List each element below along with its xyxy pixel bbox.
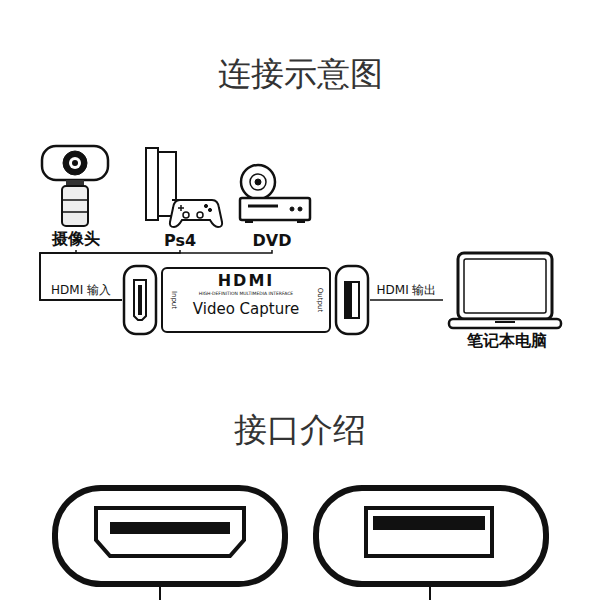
- controller-stick: [183, 212, 189, 218]
- cable-label: HDMI 输出: [375, 283, 439, 297]
- capture-device: [124, 266, 368, 334]
- device-label: Video Capture: [193, 300, 299, 318]
- usb-port: [336, 266, 368, 334]
- node-label: Ps4: [137, 231, 223, 250]
- controller-dpad: [178, 205, 184, 211]
- hdmi-port: [124, 266, 156, 334]
- ps4-icon: [146, 148, 222, 227]
- console-slab: [146, 148, 158, 220]
- hdmi-slot: [134, 280, 146, 320]
- controller-button: [208, 208, 211, 211]
- laptop-base: [449, 319, 561, 328]
- usb-port-closeup: [316, 488, 546, 584]
- device-label: HDMI: [218, 272, 275, 290]
- cable-label: HDMI 输入: [49, 283, 113, 297]
- diagram-title: 连接示意图: [0, 52, 600, 97]
- disc: [241, 165, 275, 199]
- dvd-foot: [245, 220, 253, 223]
- hdmi-cable: [40, 250, 180, 300]
- laptop-lid: [458, 253, 552, 319]
- webcam-band: [62, 199, 88, 201]
- device-node: 摄像头: [37, 140, 115, 250]
- hdmi-socket-bar: [110, 522, 230, 534]
- laptop-notch: [495, 321, 515, 323]
- capture-box: [162, 268, 330, 332]
- hdmi-cable: [40, 250, 122, 300]
- disc-hole: [255, 179, 261, 185]
- controller-stick: [197, 212, 203, 218]
- usb-slot-bar: [345, 282, 352, 318]
- device-node: Ps4: [137, 140, 223, 250]
- laptop-screen: [464, 259, 546, 313]
- leader-line: [159, 584, 161, 600]
- hdmi-socket: [96, 508, 244, 556]
- node-label: 摄像头: [37, 229, 115, 250]
- usb-slot: [345, 282, 359, 318]
- capture-device-node: HDMIHIGH-DEFINITION MULTIMEDIA INTERFACE…: [122, 262, 370, 338]
- usb-socket: [366, 508, 492, 556]
- laptop-icon: [449, 253, 561, 328]
- webcam-base: [62, 186, 88, 226]
- device-label: Input: [170, 291, 178, 309]
- device-node: DVD: [229, 140, 315, 250]
- dvd-button: [298, 207, 302, 211]
- hdmi-cable: [370, 299, 443, 301]
- node-label: 笔记本电脑: [443, 331, 571, 352]
- leader-line: [429, 584, 431, 600]
- controller-button: [204, 204, 207, 207]
- dvd-button: [290, 207, 294, 211]
- webcam-lens: [63, 151, 87, 175]
- device-label: Output: [316, 288, 324, 312]
- dvd-icon: [240, 165, 310, 223]
- disc-ring: [250, 174, 266, 190]
- hdmi-port-closeup: [55, 488, 285, 584]
- controller: [170, 200, 222, 227]
- webcam-band: [62, 211, 88, 213]
- section-heading: 接口介绍: [0, 408, 600, 453]
- webcam-body: [42, 146, 108, 180]
- webcam-icon: [42, 146, 108, 226]
- webcam-lens-ring: [69, 157, 81, 169]
- port-closeups: [55, 488, 546, 600]
- dvd-foot: [297, 220, 305, 223]
- dvd-player: [240, 198, 310, 220]
- device-label: HIGH-DEFINITION MULTIMEDIA INTERFACE: [199, 291, 293, 297]
- webcam-lens-center: [72, 160, 78, 166]
- usb-socket-bar: [373, 516, 485, 530]
- dvd-slot: [248, 205, 278, 208]
- node-label: DVD: [229, 231, 315, 250]
- laptop-node: 笔记本电脑: [443, 250, 571, 352]
- hdmi-slot-bar: [138, 285, 142, 315]
